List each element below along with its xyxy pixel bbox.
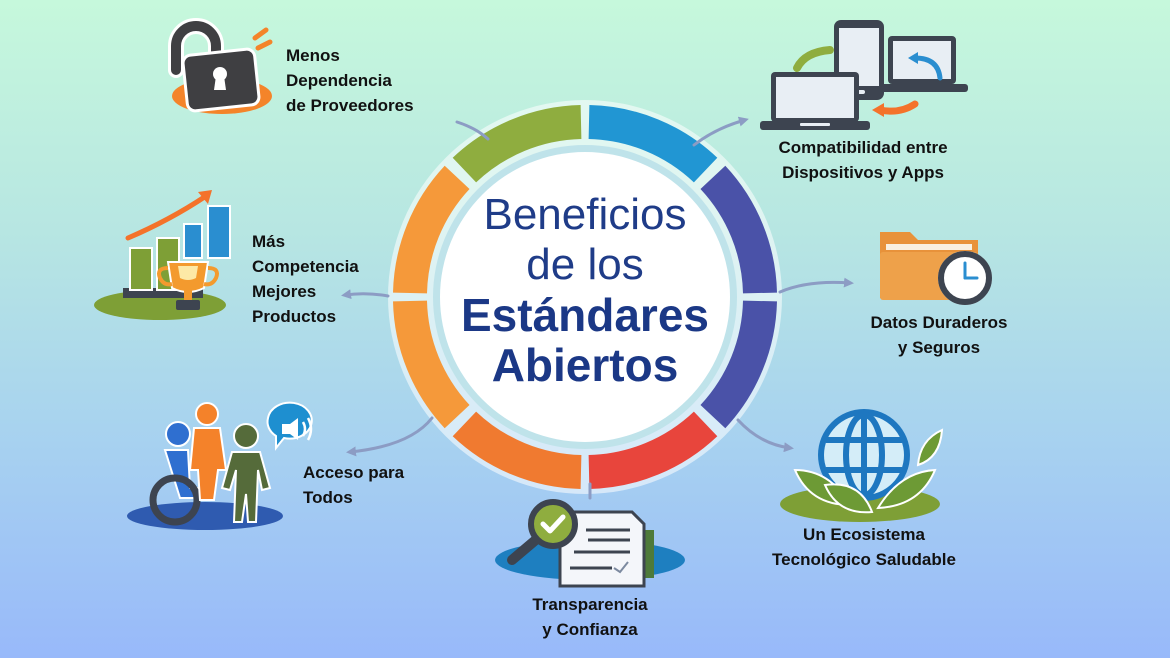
connector-vendor [455,120,490,141]
connector-ecosystem [736,418,794,453]
devices-sync-icon [760,20,968,130]
document-magnifier-check-icon [495,499,685,588]
label-line: Dispositivos y Apps [782,163,944,182]
label-line: Un Ecosistema [803,525,925,544]
label-durable-data: Datos Duraderos y Seguros [848,310,1030,360]
segment-green [452,105,582,183]
label-line: Acceso para [303,463,405,482]
segment-orange-dark [452,411,582,489]
label-line: Dependencia [286,71,392,90]
segment-red [588,411,718,489]
label-line: Compatibilidad entre [778,138,948,157]
label-line: Productos [252,307,337,326]
label-line: Todos [303,488,353,507]
folder-clock-icon [880,232,992,305]
label-transparency: Transparencia y Confianza [500,592,680,642]
center-disc [440,152,730,442]
label-competition: Más Competencia Mejores Productos [252,229,359,329]
label-line: Datos Duraderos [870,313,1008,332]
title-line-1: Beneficios [483,190,687,239]
connector-data [778,277,854,294]
growth-chart-trophy-icon [94,190,231,320]
label-line: Mejores [252,282,317,301]
accessibility-people-icon [127,401,313,530]
segment-indigo-upper [700,165,777,294]
open-padlock-icon [168,18,273,114]
globe-leaves-icon [780,409,944,522]
label-line: Competencia [252,257,359,276]
title-line-4: Abiertos [491,339,679,391]
label-line: de Proveedores [286,96,414,115]
ring-segments [393,105,777,489]
label-vendor-independence: Menos Dependencia de Proveedores [286,43,414,118]
label-line: Tecnológico Saludable [772,550,956,569]
label-line: Más [252,232,286,251]
label-line: Transparencia [532,595,648,614]
segment-indigo-lower [700,300,777,429]
segment-blue [588,105,718,183]
connector-competition [341,289,390,300]
label-line: y Confianza [542,620,638,639]
connector-access [346,416,434,457]
label-ecosystem: Un Ecosistema Tecnológico Saludable [748,522,980,572]
connectors [341,116,854,500]
title-line-3: Estándares [460,289,709,341]
title-line-2: de los [526,240,644,289]
label-access: Acceso para Todos [303,460,404,510]
center-title: Beneficios de los Estándares Abiertos [445,190,725,390]
segment-orange-lower [393,300,470,429]
label-line: y Seguros [897,338,981,357]
label-compatibility: Compatibilidad entre Dispositivos y Apps [752,135,974,185]
connector-compat [692,116,749,147]
segment-orange-upper [393,165,470,294]
label-line: Menos [286,46,340,65]
